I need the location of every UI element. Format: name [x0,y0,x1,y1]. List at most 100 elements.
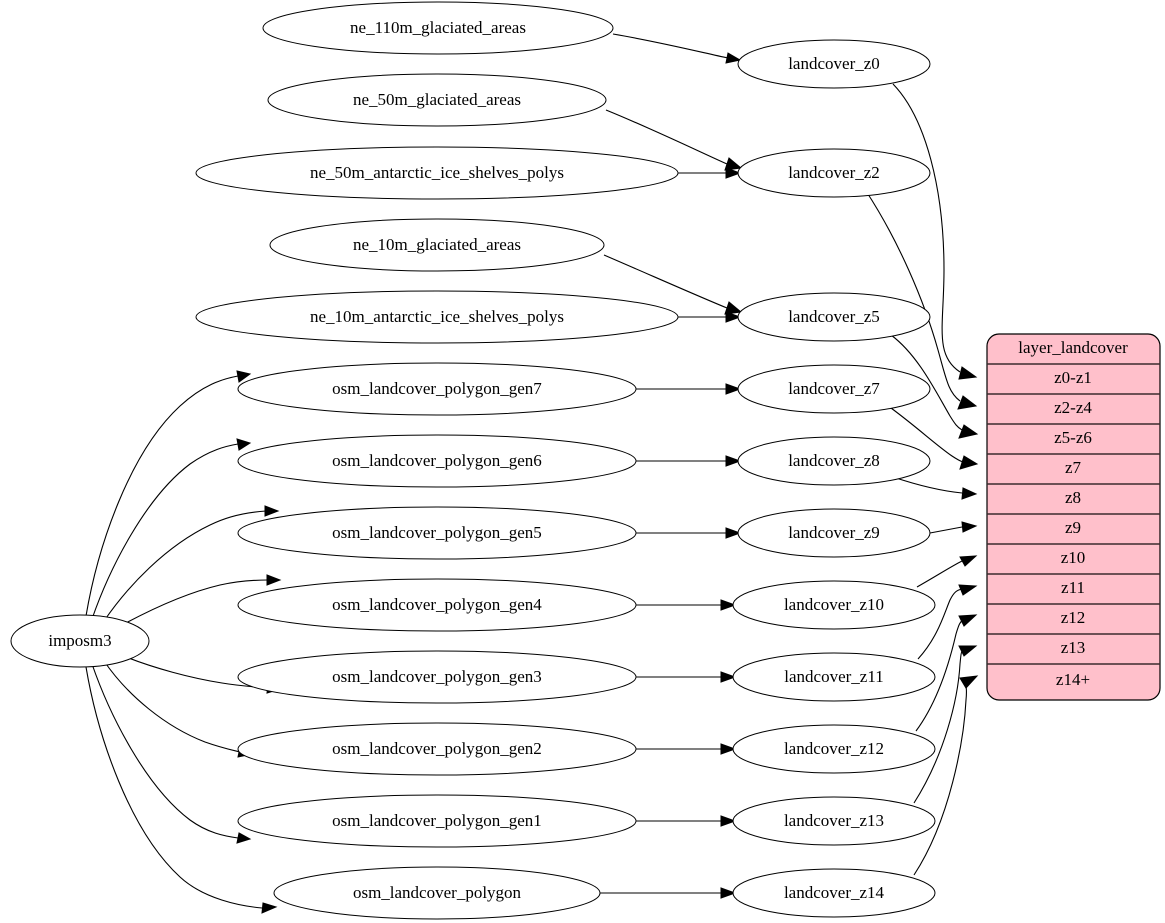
table-row-z0z1[interactable]: z0-z1 [1054,368,1092,387]
node-imposm3[interactable]: imposm3 [10,614,150,668]
node-label: osm_landcover_polygon_gen7 [332,379,542,398]
arrow-ne10m-ant-to-z5 [725,311,742,323]
node-landcover-z13[interactable]: landcover_z13 [732,796,936,846]
landcover-node-group: landcover_z0 landcover_z2 landcover_z5 l… [732,39,936,918]
arrow-gen2-to-z12 [720,743,737,755]
arrow-imposm3-to-gen4 [266,574,282,586]
edge-ne110m-to-z0 [612,33,729,59]
node-label: landcover_z9 [788,523,880,542]
arrow-imposm3-to-gen1 [236,832,252,844]
node-label: osm_landcover_polygon [353,883,522,902]
table-row-z10[interactable]: z10 [1061,548,1086,567]
node-label: landcover_z5 [788,307,880,326]
node-landcover-z14[interactable]: landcover_z14 [732,868,936,918]
edge-z12-to-row-z12 [915,619,964,732]
node-landcover-z2[interactable]: landcover_z2 [737,148,931,198]
arrow-ne50m-ant-to-z2 [725,167,742,179]
node-osm-landcover-polygon-gen2[interactable]: osm_landcover_polygon_gen2 [237,722,637,776]
node-landcover-z9[interactable]: landcover_z9 [737,508,931,558]
edge-z5-to-row-z5z6 [890,334,963,431]
node-landcover-z8[interactable]: landcover_z8 [737,436,931,486]
arrow-ne110m-to-z0 [725,52,742,64]
arrow-imposm3-to-gen7 [236,370,252,383]
node-landcover-z5[interactable]: landcover_z5 [737,292,931,342]
node-osm-landcover-polygon-gen7[interactable]: osm_landcover_polygon_gen7 [237,362,637,416]
table-row-z2z4[interactable]: z2-z4 [1054,398,1092,417]
node-landcover-z12[interactable]: landcover_z12 [732,724,936,774]
node-label: osm_landcover_polygon_gen1 [332,811,542,830]
edge-z11-to-row-z11 [917,588,963,660]
arrow-z5-to-row-z5z6 [958,424,979,439]
node-ne-50m-glaciated-areas[interactable]: ne_50m_glaciated_areas [267,73,607,127]
arrow-imposm3-to-gen6 [236,438,252,451]
node-landcover-z10[interactable]: landcover_z10 [732,580,936,630]
edge-z7-to-row-z7 [890,407,964,463]
node-label: landcover_z8 [788,451,880,470]
edge-imposm3-to-gen2 [103,660,241,753]
arrow-z14-to-row-z14plus [959,675,979,689]
node-ne-50m-antarctic-ice-shelves-polys[interactable]: ne_50m_antarctic_ice_shelves_polys [195,146,679,200]
arrow-z13-to-row-z13 [958,645,978,657]
edge-imposm3-to-gen1 [91,663,239,839]
arrow-imposm3-to-gen5 [264,505,280,517]
edge-z14-to-row-z14plus [913,680,967,876]
arrow-z8-to-row-z8 [961,487,978,500]
node-osm-landcover-polygon-gen3[interactable]: osm_landcover_polygon_gen3 [237,650,637,704]
edge-imposm3-to-gen7 [85,375,239,617]
arrow-gen3-to-z11 [720,671,737,683]
node-label: ne_50m_antarctic_ice_shelves_polys [310,163,564,182]
table-row-z9[interactable]: z9 [1065,518,1081,537]
node-label: landcover_z10 [784,595,884,614]
arrow-z10-to-row-z10 [959,555,978,567]
arrow-ne50m-glac-to-z2 [724,157,743,171]
table-row-z11[interactable]: z11 [1061,578,1085,597]
arrow-imposm3-to-polygon [261,902,278,914]
arrow-z7-to-row-z7 [959,455,979,470]
node-osm-landcover-polygon-gen4[interactable]: osm_landcover_polygon_gen4 [237,578,637,632]
node-label: ne_10m_glaciated_areas [353,235,521,254]
node-label: landcover_z12 [784,739,884,758]
node-label: landcover_z11 [784,667,883,686]
edge-z10-to-row-z10 [916,560,963,588]
node-label: landcover_z13 [784,811,884,830]
edge-imposm3-to-gen4 [123,579,269,625]
arrow-gen7-to-z7 [725,383,742,395]
node-osm-landcover-polygon-gen6[interactable]: osm_landcover_polygon_gen6 [237,434,637,488]
node-ne-10m-antarctic-ice-shelves-polys[interactable]: ne_10m_antarctic_ice_shelves_polys [195,290,679,344]
node-label: ne_50m_glaciated_areas [353,90,521,109]
osm-node-group: osm_landcover_polygon_gen7 osm_landcover… [237,362,637,920]
node-ne-110m-glaciated-areas[interactable]: ne_110m_glaciated_areas [262,1,614,55]
edge-imposm3-to-polygon [85,666,263,909]
table-row-z5z6[interactable]: z5-z6 [1054,428,1092,447]
table-body [986,333,1161,701]
table-row-z12[interactable]: z12 [1061,608,1086,627]
arrow-z9-to-row-z9 [961,521,978,533]
node-landcover-z0[interactable]: landcover_z0 [737,39,931,89]
node-osm-landcover-polygon[interactable]: osm_landcover_polygon [273,866,601,920]
node-label: osm_landcover_polygon_gen2 [332,739,542,758]
arrow-gen6-to-z8 [725,455,742,467]
node-label: ne_10m_antarctic_ice_shelves_polys [310,307,564,326]
node-label: osm_landcover_polygon_gen5 [332,523,542,542]
node-label: osm_landcover_polygon_gen3 [332,667,542,686]
node-landcover-z7[interactable]: landcover_z7 [737,364,931,414]
table-row-z14plus[interactable]: z14+ [1056,670,1090,689]
edge-imposm3-to-gen6 [91,443,239,620]
edge-imposm3-to-gen5 [103,510,267,622]
table-row-z7[interactable]: z7 [1065,458,1082,477]
node-label: landcover_z14 [784,883,885,902]
node-landcover-z11[interactable]: landcover_z11 [732,652,936,702]
node-ne-10m-glaciated-areas[interactable]: ne_10m_glaciated_areas [269,218,605,272]
node-label: osm_landcover_polygon_gen4 [332,595,542,614]
table-row-z13[interactable]: z13 [1061,638,1086,657]
node-osm-landcover-polygon-gen1[interactable]: osm_landcover_polygon_gen1 [237,794,637,848]
arrow-z0-to-row-z0z1 [958,366,978,380]
arrow-gen5-to-z9 [725,527,742,539]
layer-landcover-table[interactable]: layer_landcover z0-z1 z2-z4 z5-z6 z7 z8 … [986,333,1161,701]
node-label: landcover_z2 [788,163,880,182]
node-osm-landcover-polygon-gen5[interactable]: osm_landcover_polygon_gen5 [237,506,637,560]
arrow-ne10m-glac-to-z5 [724,301,743,315]
table-header-label: layer_landcover [1018,338,1128,357]
table-row-z8[interactable]: z8 [1065,488,1081,507]
